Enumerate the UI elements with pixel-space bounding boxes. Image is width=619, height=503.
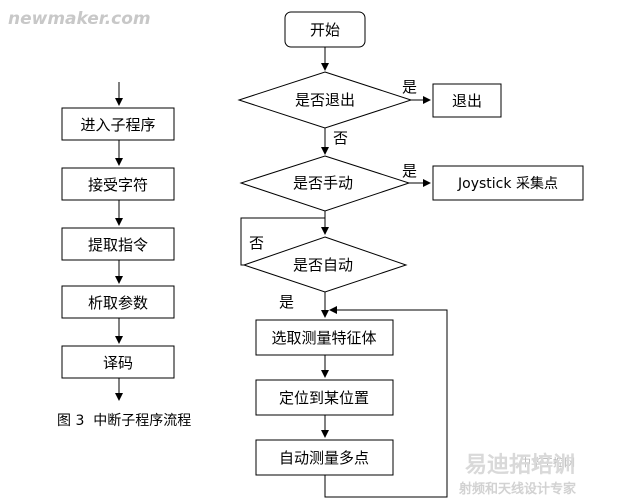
joystick-box-label: Joystick 采集点 bbox=[457, 175, 558, 192]
process-measure-label: 自动测量多点 bbox=[279, 449, 369, 467]
d2-yes-label: 是 bbox=[402, 162, 417, 180]
d1-no-label: 否 bbox=[333, 129, 348, 147]
decision-exit-label: 是否退出 bbox=[295, 91, 355, 109]
joystick-box bbox=[432, 165, 584, 201]
figure-caption: 图 3 中断子程序流程 bbox=[57, 413, 191, 429]
exit-box bbox=[432, 83, 502, 118]
process-select-label: 选取测量特征体 bbox=[271, 329, 376, 347]
d3-no-label: 否 bbox=[249, 234, 264, 252]
decision-manual-label: 是否手动 bbox=[293, 174, 353, 192]
watermark-tagline: 射频和天线设计专家 bbox=[458, 481, 577, 497]
left-step-3: 提取指令 bbox=[88, 236, 148, 254]
left-flowchart bbox=[61, 82, 175, 401]
start-label: 开始 bbox=[310, 21, 340, 39]
watermark-logo: 中华工控网 易迪拓培训 射频和天线设计专家 bbox=[458, 452, 577, 497]
process-select bbox=[255, 319, 394, 356]
left-step-1: 进入子程序 bbox=[80, 116, 155, 134]
main-flowchart bbox=[237, 11, 584, 498]
process-position-label: 定位到某位置 bbox=[279, 389, 369, 407]
process-position bbox=[255, 379, 394, 416]
left-step-2: 接受字符 bbox=[88, 176, 148, 194]
exit-box-label: 退出 bbox=[452, 92, 482, 110]
left-step-5: 译码 bbox=[103, 354, 133, 372]
process-measure bbox=[255, 439, 394, 476]
watermark-small-text: 中华工控网 bbox=[520, 455, 575, 469]
d1-yes-label: 是 bbox=[402, 78, 417, 96]
left-step-4: 析取参数 bbox=[88, 294, 148, 312]
d3-yes-label: 是 bbox=[279, 293, 294, 311]
watermark-newmaker: newmaker.com bbox=[8, 9, 151, 29]
decision-auto-label: 是否自动 bbox=[293, 256, 353, 274]
watermark-logo-text: 易迪拓培训 bbox=[465, 452, 575, 478]
